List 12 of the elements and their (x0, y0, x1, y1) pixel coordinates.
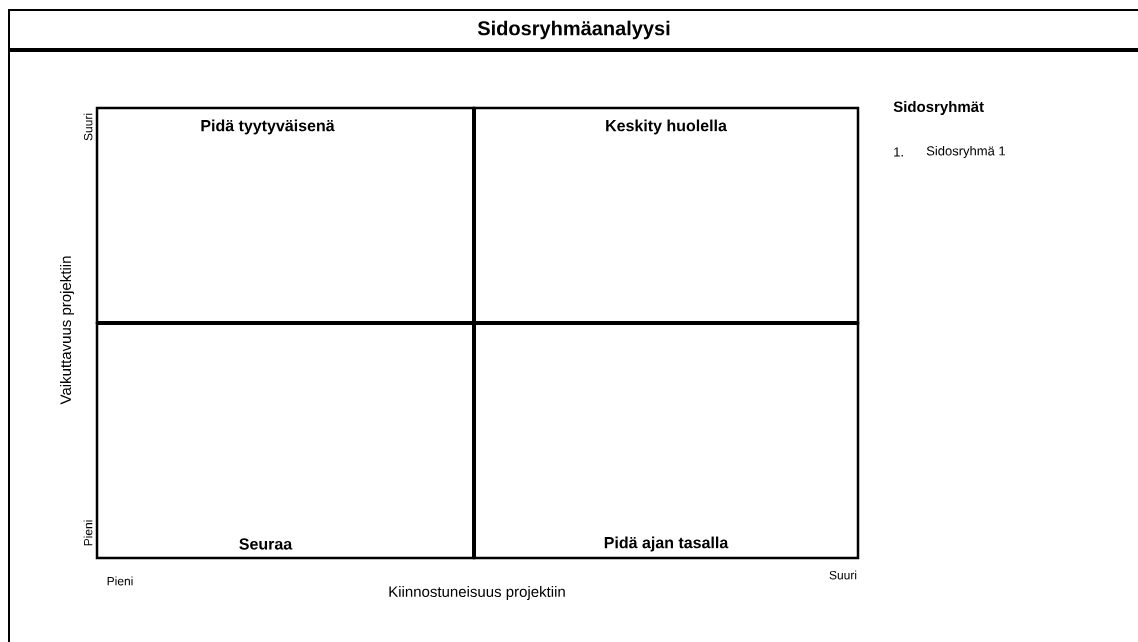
axis-title: Vaikuttavuus projektiin (60, 256, 74, 405)
list-heading: Sidosryhmät (893, 101, 984, 115)
quadrant-box: Seuraa (95, 321, 476, 560)
list-item: Sidosryhmä 1 (926, 145, 1006, 159)
axis-title: Kiinnostuneisuus projektiin (389, 586, 565, 600)
quadrant-box: Keskity huolella (472, 106, 860, 325)
axis-tick-label: Suuri (829, 570, 857, 580)
quadrant-box: Pidä ajan tasalla (472, 321, 860, 560)
quadrant-box: Pidä tyytyväisenä (95, 106, 476, 325)
title: Sidosryhmäanalyysi (477, 20, 670, 40)
axis-tick-label: Pieni (107, 576, 133, 586)
list-number: 1. (894, 147, 903, 157)
